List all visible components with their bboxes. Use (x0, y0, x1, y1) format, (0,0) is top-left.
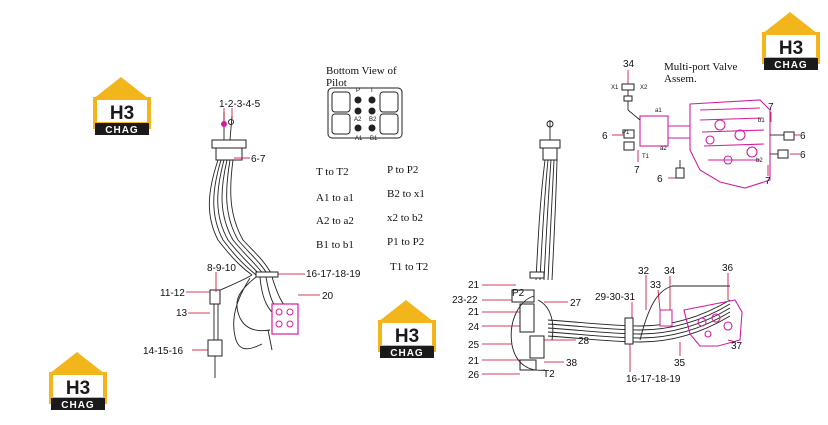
callout-21-c: 21 (468, 356, 480, 367)
logo-center: H3 CHAG (378, 300, 436, 359)
pilot-view-title-1: Bottom View of (326, 65, 397, 77)
callout-36: 36 (722, 263, 734, 274)
callout-34-right: 34 (664, 266, 676, 277)
connection-right-1: P to P2 (387, 164, 418, 176)
multi-port-valve-assembly: Multi-port Valve Assem. X1 X2 a1 a2 b1 (611, 61, 800, 189)
valve-port-a1: a1 (655, 108, 662, 114)
connection-right-4: P1 to P2 (387, 236, 424, 248)
callout-6-valve-bottom: 6 (657, 174, 663, 185)
callout-16-19-right: 16-17-18-19 (626, 374, 681, 385)
valve-title-1: Multi-port Valve (664, 61, 738, 73)
valve-port-x2: X2 (640, 85, 648, 91)
logo-word: CHAG (774, 60, 807, 71)
logo-letters: H3 (395, 326, 419, 347)
pilot-port-b1: B1 (370, 136, 378, 142)
callout-24: 24 (468, 322, 480, 333)
pilot-port-a2: A2 (354, 117, 362, 123)
callout-6-valve-right-top: 6 (800, 131, 806, 142)
callout-33: 33 (650, 280, 662, 291)
logo-bottom-left: H3 CHAG (49, 352, 107, 411)
valve-title-2: Assem. (664, 73, 697, 85)
pilot-port-b2: B2 (369, 117, 377, 123)
callout-25: 25 (468, 340, 480, 351)
callout-35: 35 (674, 358, 686, 369)
callout-21-b: 21 (468, 307, 480, 318)
callout-32: 32 (638, 266, 650, 277)
logo-word: CHAG (61, 400, 94, 411)
callout-27: 27 (570, 298, 582, 309)
logo-letters: H3 (110, 103, 134, 124)
callout-t2: T2 (543, 369, 555, 380)
callout-20: 20 (322, 291, 334, 302)
valve-port-b2: b2 (756, 158, 763, 164)
connection-table: T to T2 A1 to a1 A2 to a2 B1 to b1 P to … (316, 164, 428, 273)
callout-p2: P2 (512, 288, 525, 299)
callout-26: 26 (468, 370, 480, 381)
pilot-bottom-view: Bottom View of Pilot P T A2 B2 A1 B1 (326, 65, 403, 142)
logo-top-right: H3 CHAG (762, 12, 820, 71)
callout-29-31: 29-30-31 (595, 292, 635, 303)
valve-port-p1: P1 (622, 130, 630, 136)
logo-letters: H3 (779, 38, 803, 59)
pilot-view-title-2: Pilot (326, 77, 347, 89)
callout-34-valve: 34 (623, 59, 635, 70)
callout-28: 28 (578, 336, 590, 347)
pilot-port-t: T (370, 88, 374, 94)
logo-word: CHAG (390, 348, 423, 359)
callout-37: 37 (731, 341, 743, 352)
right-pilot-assembly (482, 120, 743, 375)
valve-port-t1: T1 (642, 154, 650, 160)
connection-left-1: T to T2 (316, 166, 349, 178)
callout-6-valve-left: 6 (602, 131, 608, 142)
connection-left-3: A2 to a2 (316, 215, 354, 227)
callout-13: 13 (176, 308, 188, 319)
callout-7-valve-left: 7 (634, 165, 640, 176)
logo-word: CHAG (105, 125, 138, 136)
valve-port-a2: a2 (660, 146, 667, 152)
callout-14-16: 14-15-16 (143, 346, 183, 357)
pilot-port-a1: A1 (355, 136, 363, 142)
callout-16-19-left: 16-17-18-19 (306, 269, 361, 280)
logo-letters: H3 (66, 378, 90, 399)
connection-right-2: B2 to x1 (387, 188, 425, 200)
connection-left-4: B1 to b1 (316, 239, 354, 251)
left-pilot-assembly (186, 108, 320, 378)
valve-port-b1: b1 (758, 118, 765, 124)
valve-port-x1: X1 (611, 85, 619, 91)
pilot-port-p: P (356, 88, 360, 94)
callout-6-7: 6-7 (251, 154, 266, 165)
callout-1-5: 1-2-3-4-5 (219, 99, 261, 110)
callout-6-valve-right-bottom: 6 (800, 150, 806, 161)
callout-8-10: 8-9-10 (207, 263, 236, 274)
connection-right-3: x2 to b2 (387, 212, 423, 224)
callout-7-valve-bottom: 7 (765, 176, 771, 187)
callout-23-22: 23-22 (452, 295, 478, 306)
connection-left-2: A1 to a1 (316, 192, 354, 204)
callout-7-valve-top: 7 (768, 102, 774, 113)
callout-38: 38 (566, 358, 578, 369)
callout-21-a: 21 (468, 280, 480, 291)
callout-11-12: 11-12 (160, 288, 185, 299)
connection-right-5: T1 to T2 (390, 261, 428, 273)
logo-top-left: H3 CHAG (93, 77, 151, 136)
